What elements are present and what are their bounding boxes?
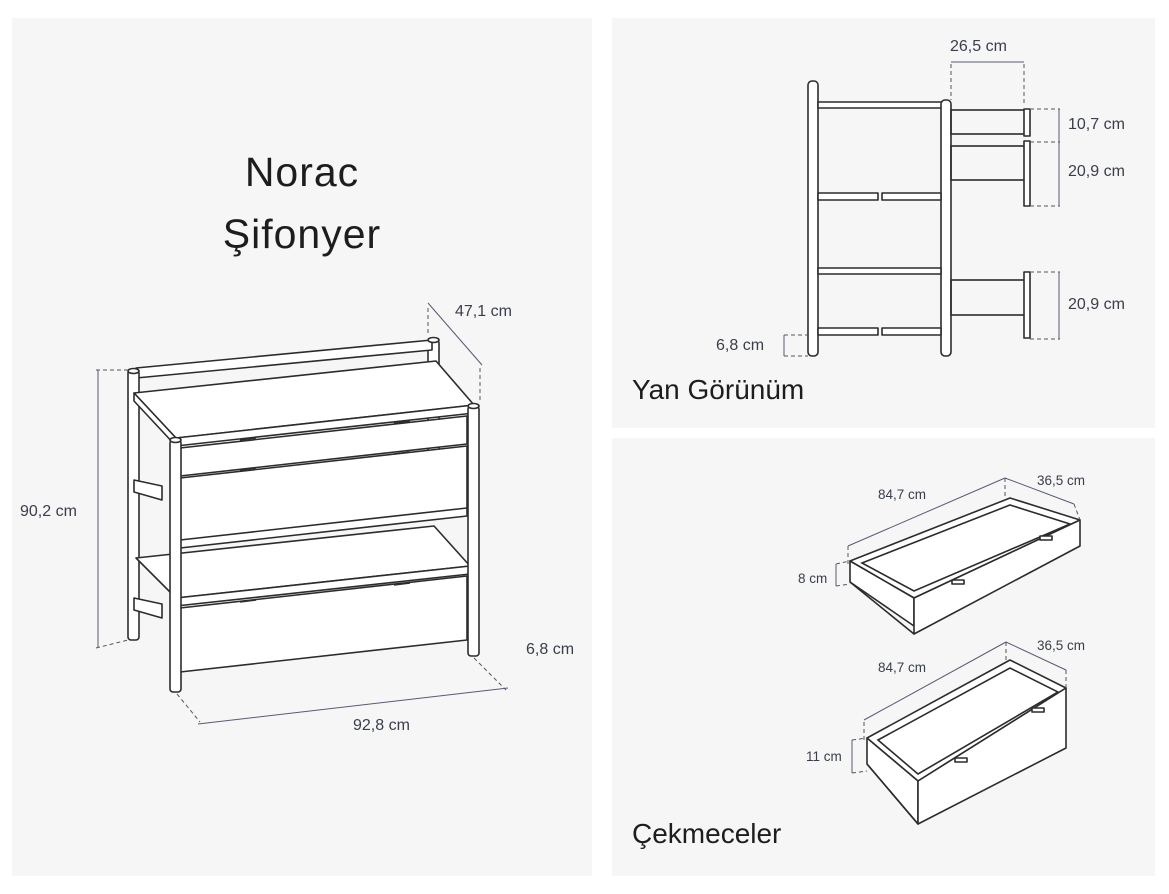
drawer1-height-label: 20,9 cm — [1068, 163, 1125, 180]
dresser-isometric-drawing — [95, 302, 509, 725]
product-subtitle: Şifonyer — [222, 211, 382, 257]
leg-height-label: 6,8 cm — [716, 337, 765, 354]
lower-drawer-drawing — [851, 641, 1067, 825]
lower-drawer-length-label: 84,7 cm — [878, 660, 927, 675]
leg-dimension-label: 6,8 cm — [526, 641, 575, 658]
main-drawing-panel: Norac Şifonyer 47,1 cm 90,2 cm 6,8 cm 92… — [12, 18, 592, 876]
lower-drawer-height-label: 11 cm — [806, 749, 842, 764]
width-dimension-label: 92,8 cm — [353, 717, 410, 734]
depth-dimension-label: 47,1 cm — [455, 303, 512, 320]
top-gap-label: 10,7 cm — [1068, 116, 1125, 133]
product-title: Norac — [244, 149, 360, 195]
height-dimension-label: 90,2 cm — [20, 503, 77, 520]
drawer2-height-label: 20,9 cm — [1068, 296, 1125, 313]
lower-drawer-width-label: 36,5 cm — [1037, 638, 1086, 653]
drawer-depth-label: 26,5 cm — [950, 38, 1007, 55]
upper-drawer-drawing — [835, 477, 1081, 635]
upper-drawer-length-label: 84,7 cm — [878, 487, 927, 502]
drawers-drawing — [835, 477, 1081, 825]
upper-drawer-width-label: 36,5 cm — [1037, 473, 1086, 488]
side-view-panel: 26,5 cm 10,7 cm 20,9 cm 20,9 cm 6,8 cm Y… — [612, 18, 1155, 428]
drawers-title: Çekmeceler — [632, 818, 782, 849]
side-view-title: Yan Görünüm — [632, 374, 805, 405]
drawers-panel: 84,7 cm 36,5 cm 8 cm 84,7 cm 36,5 cm 11 … — [612, 438, 1155, 876]
side-view-drawing — [783, 61, 1060, 357]
upper-drawer-height-label: 8 cm — [798, 571, 828, 586]
